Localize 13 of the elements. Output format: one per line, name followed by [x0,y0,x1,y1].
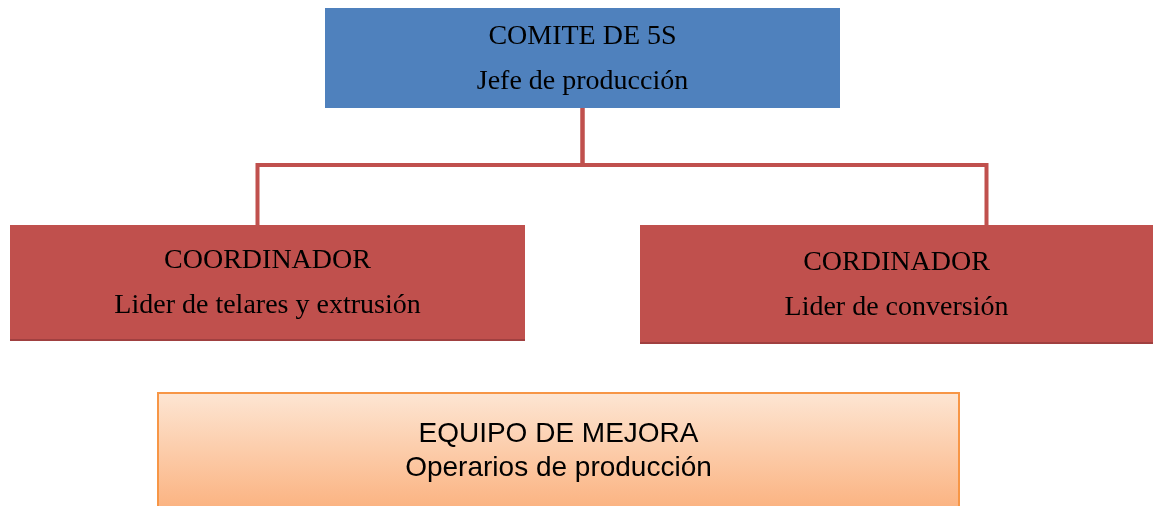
node-subtitle: Lider de telares y extrusión [114,287,421,321]
node-subtitle: Jefe de producción [476,63,689,97]
node-title: EQUIPO DE MEJORA [418,416,699,450]
connector-line [580,108,989,225]
node-title: COMITE DE 5S [488,18,677,53]
node-title: COORDINADOR [164,242,371,277]
team-box [157,392,960,506]
node-title: CORDINADOR [803,243,990,278]
org-box [10,225,525,341]
node-subtitle: Operarios de producción [405,449,712,484]
node-subtitle: Lider de conversión [784,288,1009,323]
org-box [325,8,840,108]
org-box [640,225,1153,344]
